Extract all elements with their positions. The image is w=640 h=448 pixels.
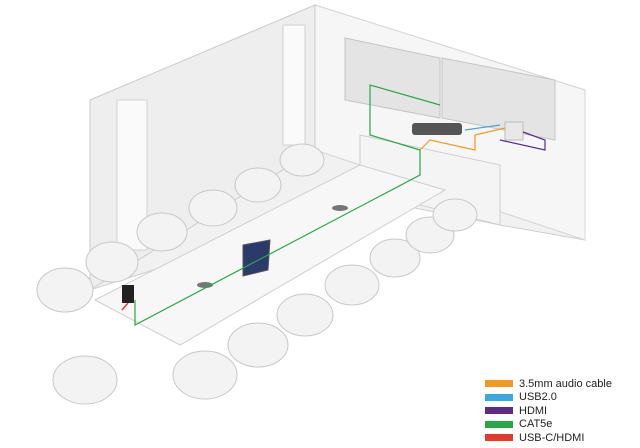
legend-swatch bbox=[485, 407, 513, 415]
legend-swatch bbox=[485, 434, 513, 442]
legend-swatch bbox=[485, 420, 513, 428]
legend-swatch bbox=[485, 380, 513, 388]
chair bbox=[324, 264, 380, 306]
legend-item-cat5e: CAT5e bbox=[485, 418, 612, 432]
chair bbox=[36, 267, 94, 313]
cable-usb bbox=[464, 124, 501, 131]
display-right bbox=[441, 57, 556, 141]
chair bbox=[188, 189, 238, 227]
chair bbox=[52, 355, 118, 405]
chair bbox=[227, 322, 289, 368]
chairs bbox=[36, 143, 478, 405]
cable-audio bbox=[419, 127, 506, 151]
legend-label: HDMI bbox=[519, 404, 548, 417]
chair bbox=[172, 350, 238, 400]
chair bbox=[432, 198, 478, 232]
legend-swatch bbox=[485, 393, 513, 401]
legend-item-audio: 3.5mm audio cable bbox=[485, 377, 612, 391]
legend-item-usbc-hdmi: USB-C/HDMI bbox=[485, 431, 612, 445]
legend-label: CAT5e bbox=[519, 418, 553, 431]
chair bbox=[85, 241, 139, 283]
camera bbox=[412, 123, 462, 135]
legend-label: USB-C/HDMI bbox=[519, 431, 585, 444]
chair bbox=[136, 212, 188, 252]
laptop bbox=[242, 239, 271, 277]
window-right bbox=[282, 24, 306, 146]
touch-panel bbox=[122, 285, 134, 303]
legend-label: USB2.0 bbox=[519, 391, 557, 404]
chair bbox=[369, 238, 421, 278]
chair bbox=[276, 293, 334, 337]
chair bbox=[234, 167, 282, 203]
cable-usbc-hdmi bbox=[121, 302, 129, 311]
microphone-2 bbox=[332, 205, 348, 211]
legend-label: 3.5mm audio cable bbox=[519, 377, 612, 390]
cable-legend: 3.5mm audio cable USB2.0 HDMI CAT5e USB-… bbox=[485, 377, 612, 445]
legend-item-hdmi: HDMI bbox=[485, 404, 612, 418]
cable-hdmi bbox=[499, 131, 546, 151]
hub-box bbox=[504, 121, 524, 141]
chair bbox=[279, 143, 325, 177]
legend-item-usb: USB2.0 bbox=[485, 391, 612, 405]
